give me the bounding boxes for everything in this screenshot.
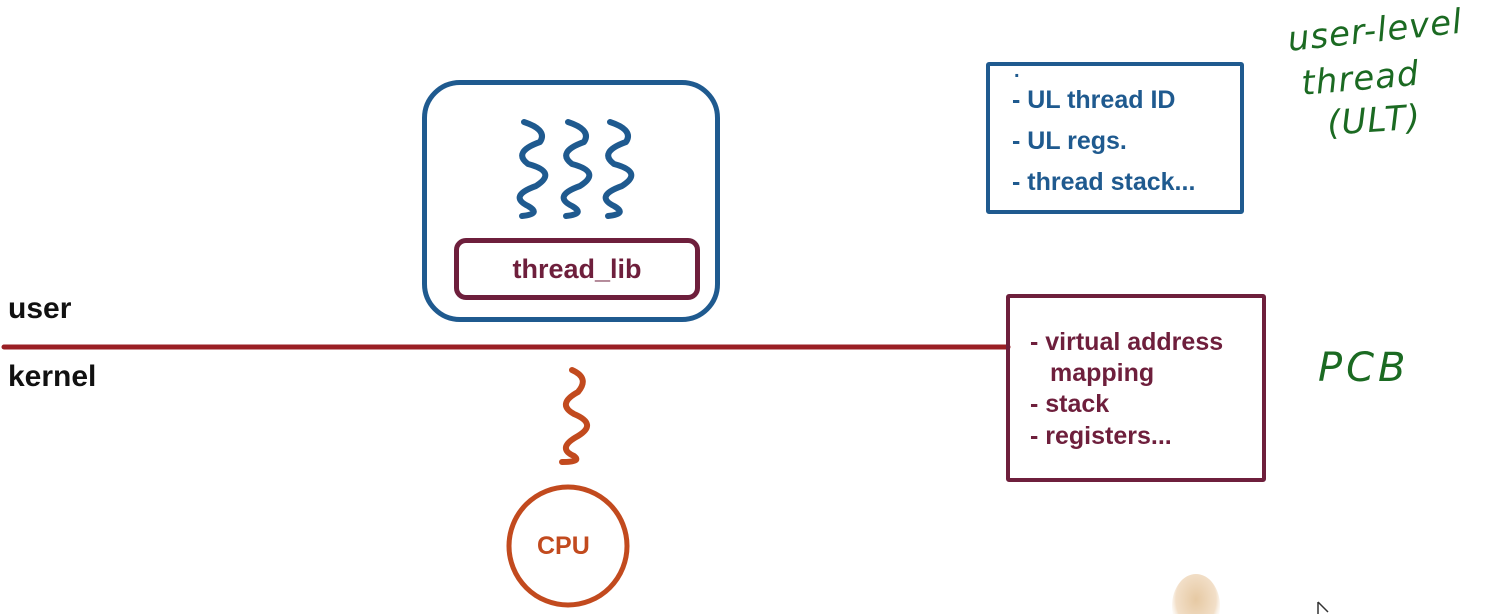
thread-library-label: thread_lib [512,253,642,284]
user-thread-2 [560,119,593,219]
kernel-thread [559,367,590,465]
ult-annotation-line3: (ULT) [1325,97,1423,144]
user-thread-1 [516,119,549,219]
ult-item-thread-id: - UL thread ID [1012,86,1176,114]
pcb-annotation: PCB [1318,345,1410,391]
ult-annotation-line2: thread [1299,53,1422,104]
user-thread-3 [602,119,635,219]
pcb-item-stack: - stack [1030,390,1110,418]
kernel-space-label: kernel [8,360,97,393]
ult-item-stack: - thread stack... [1012,168,1196,196]
pcb-item-registers: - registers... [1030,422,1172,450]
ult-data-structure-box: . - UL thread ID - UL regs. - thread sta… [986,60,1244,214]
process-box [422,80,720,322]
user-space-label: user [8,292,72,325]
ult-marker: . [1014,60,1020,82]
thread-library-box: thread_lib [454,238,700,300]
user-threads [516,119,635,219]
pcb-item-virtual-address: - virtual address [1030,328,1224,356]
ult-item-regs: - UL regs. [1012,127,1127,155]
pcb-box: - virtual address mapping - stack - regi… [1006,294,1266,482]
mouse-pointer-icon [1317,601,1329,614]
presenter-hand-image [1172,574,1220,614]
cpu-circle [506,484,630,608]
cpu-label: CPU [537,532,590,560]
pcb-item-mapping: mapping [1050,359,1155,387]
